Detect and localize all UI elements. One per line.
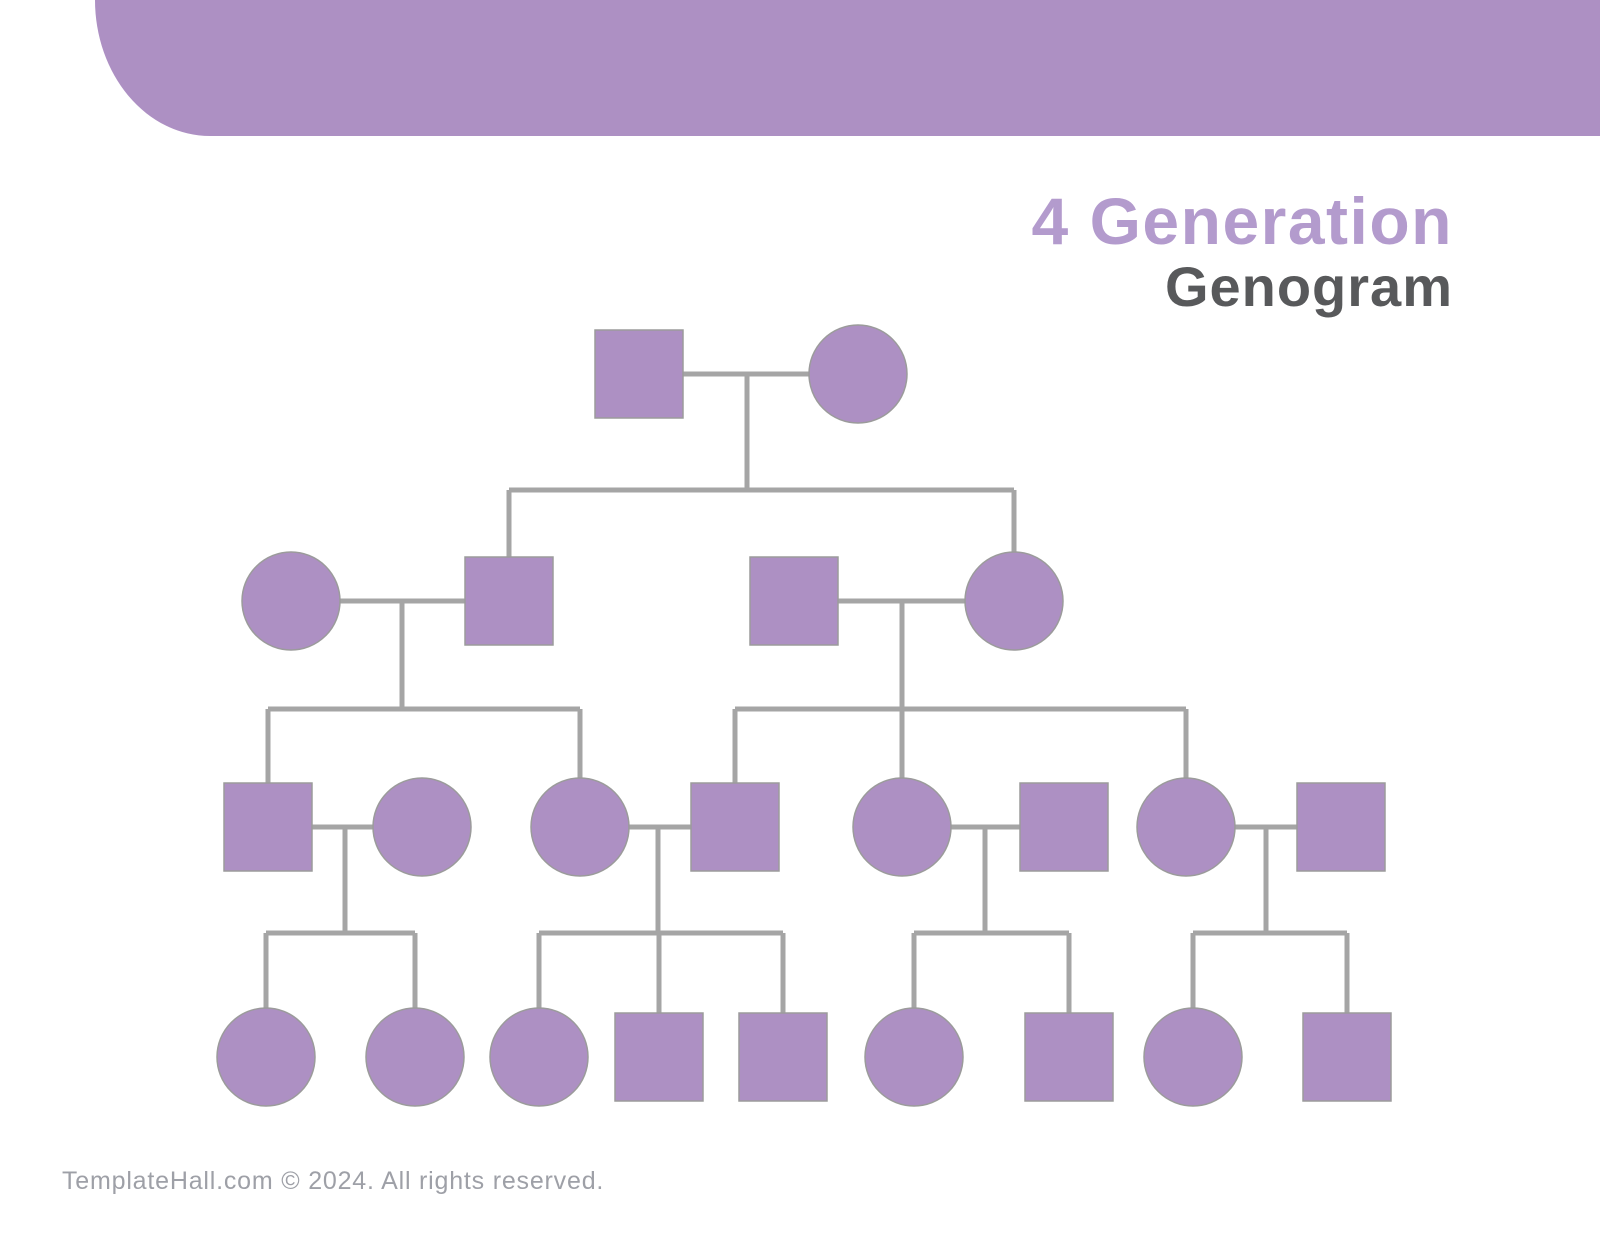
person-male-square [1024, 1012, 1114, 1102]
person-male-square [594, 329, 684, 419]
person-male-square [614, 1012, 704, 1102]
family-connector [265, 601, 583, 827]
person-female-circle [808, 324, 908, 424]
person-female-circle [1136, 777, 1236, 877]
footer-credit: TemplateHall.com © 2024. All rights rese… [62, 1167, 605, 1195]
page-title: 4 Generation Genogram [1032, 186, 1453, 318]
family-connector [1190, 827, 1350, 1057]
person-male-square [1296, 782, 1386, 872]
family-connector [911, 827, 1072, 1057]
person-female-circle [1143, 1007, 1243, 1107]
person-female-circle [216, 1007, 316, 1107]
header-bar [95, 0, 1600, 136]
person-female-circle [864, 1007, 964, 1107]
person-male-square [749, 556, 839, 646]
family-connector [263, 827, 418, 1057]
title-line2: Genogram [1164, 255, 1453, 318]
family-connector [506, 374, 1017, 601]
family-connector [732, 601, 1189, 827]
person-male-square [738, 1012, 828, 1102]
person-male-square [1019, 782, 1109, 872]
person-male-square [1302, 1012, 1392, 1102]
person-male-square [690, 782, 780, 872]
person-female-circle [241, 551, 341, 651]
family-connector [536, 827, 786, 1057]
person-female-circle [530, 777, 630, 877]
person-female-circle [489, 1007, 589, 1107]
person-male-square [223, 782, 313, 872]
title-line1: 4 Generation [1031, 184, 1453, 258]
person-female-circle [964, 551, 1064, 651]
person-female-circle [852, 777, 952, 877]
person-female-circle [372, 777, 472, 877]
person-female-circle [365, 1007, 465, 1107]
person-male-square [464, 556, 554, 646]
